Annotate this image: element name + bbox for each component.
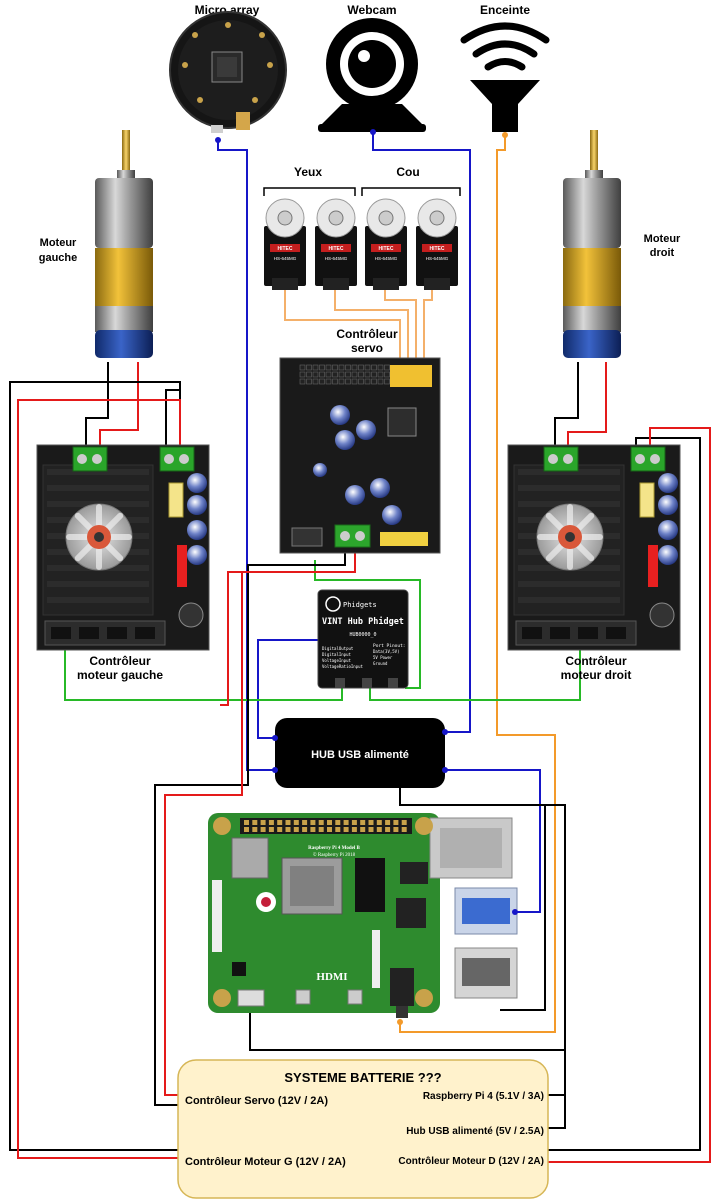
servos: HITECHS-645MGHITECHS-645MGHITECHS-645MGH… xyxy=(264,198,458,290)
servo-power-black xyxy=(154,550,346,1106)
rpi-power-black xyxy=(249,1010,566,1096)
phidget-usb-wire xyxy=(257,639,323,739)
servo-model: HS-645MG xyxy=(426,256,449,261)
battery-left-2: Contrôleur Moteur G (12V / 2A) xyxy=(185,1156,346,1168)
motor-controller-left xyxy=(36,444,210,651)
webcam-usb-wire xyxy=(372,132,471,733)
servo-brand: HITEC xyxy=(379,246,394,252)
servo-3: HITEC HS-645MG xyxy=(365,198,407,290)
servo-red-branch xyxy=(220,571,242,706)
servo-controller: Contrôleur servo xyxy=(279,327,441,554)
motor-right-labels: Moteur droit xyxy=(644,233,681,259)
ctrl-left-label-2: moteur gauche xyxy=(77,668,163,682)
servo-1: HITEC HS-645MG xyxy=(264,198,306,290)
vint-hub-phidget: Phidgets VINT Hub Phidget HUB0000_0 Port… xyxy=(317,589,409,689)
speaker-audio-wire xyxy=(399,135,556,1033)
ctrl-left-label-1: Contrôleur xyxy=(89,654,151,668)
servo-wire-4 xyxy=(423,290,433,380)
micro-array: Micro array xyxy=(169,3,287,133)
servo-2: HITEC HS-645MG xyxy=(315,198,357,290)
phidget-pin-2: Ground xyxy=(373,661,388,666)
battery-left-1: Contrôleur Servo (12V / 2A) xyxy=(185,1095,328,1107)
hub-power-black-2 xyxy=(500,805,546,1011)
phidget-func-1: DigitalInput xyxy=(322,652,351,657)
phidget-func-2: VoltageInput xyxy=(322,658,351,663)
servo-ctrl-label-2: servo xyxy=(351,341,383,355)
speaker-label: Enceinte xyxy=(480,3,530,17)
battery-mg-black xyxy=(9,381,181,1151)
servo-model: HS-645MG xyxy=(375,256,398,261)
phidget-brand: Phidgets xyxy=(343,601,377,609)
webcam: Webcam xyxy=(318,3,426,132)
yeux-label: Yeux xyxy=(294,165,322,179)
green-wire-right xyxy=(369,650,581,701)
usb-hub: HUB USB alimenté xyxy=(275,718,445,788)
green-wire-left xyxy=(64,650,343,701)
battery-title: SYSTEME BATTERIE ??? xyxy=(284,1070,441,1085)
motor-left-red xyxy=(99,362,139,447)
ctrl-right-power-black xyxy=(548,437,701,1151)
servo-wire-3 xyxy=(384,290,417,380)
ctrl-right-label-2: moteur droit xyxy=(561,668,632,682)
servo-brand: HITEC xyxy=(329,246,344,252)
ctrl-left-power-black xyxy=(165,389,181,447)
servo-group: Yeux Cou xyxy=(263,165,461,196)
raspberry-pi: Raspberry Pi 4 Model B © Raspberry Pi 20… xyxy=(208,813,518,1018)
motor-right-label-1: Moteur xyxy=(644,233,681,245)
green-wire-servo xyxy=(314,560,421,689)
phidget-func-3: VoltageRatioInput xyxy=(322,664,364,669)
hub-rpi-usb-wire xyxy=(445,769,541,913)
servo-model: HS-645MG xyxy=(274,256,297,261)
micro-usb-wire xyxy=(217,140,275,771)
rpi-hdmi-label: HDMI xyxy=(316,971,347,983)
phidget-pin-1: 5V Power xyxy=(373,655,393,660)
servo-power-red xyxy=(164,550,356,1096)
servo-4: HITEC HS-645MG xyxy=(416,198,458,290)
webcam-label: Webcam xyxy=(347,3,396,17)
motor-left-label-2: gauche xyxy=(39,252,78,264)
motor-ctrl-labels: Contrôleur moteur gauche Contrôleur mote… xyxy=(77,654,631,682)
motor-left-label-1: Moteur xyxy=(40,237,77,249)
phidget-model: HUB0000_0 xyxy=(349,632,376,638)
servo-model: HS-645MG xyxy=(325,256,348,261)
motor-left-labels: Moteur gauche xyxy=(39,237,78,264)
rpi-gpio xyxy=(244,820,407,832)
hub-power-black xyxy=(399,785,566,1129)
phidget-title: VINT Hub Phidget xyxy=(322,616,404,627)
ctrl-right-power-red xyxy=(548,427,711,1163)
rpi-model-line1: Raspberry Pi 4 Model B xyxy=(308,846,360,851)
wires xyxy=(9,132,711,1163)
speaker: Enceinte xyxy=(460,3,550,132)
cou-label: Cou xyxy=(396,165,419,179)
motor-controller-right xyxy=(507,444,681,651)
motor-left xyxy=(95,130,153,358)
battery-mg-red xyxy=(17,399,181,1159)
phidget-pinout-title: Port Pinout: xyxy=(373,643,406,649)
servo-ctrl-label-1: Contrôleur xyxy=(336,327,398,341)
servo-wire-2 xyxy=(334,290,409,380)
battery-right-1: Raspberry Pi 4 (5.1V / 3A) xyxy=(423,1091,544,1102)
phidget-pin-0: Data(3V,5V) xyxy=(373,649,400,654)
motor-right xyxy=(563,130,621,358)
servo-wire-1 xyxy=(284,290,401,380)
servo-brand: HITEC xyxy=(278,246,293,252)
servo-brand: HITEC xyxy=(430,246,445,252)
motor-right-black xyxy=(554,362,579,447)
usb-hub-label: HUB USB alimenté xyxy=(311,749,409,761)
battery-system: SYSTEME BATTERIE ??? Contrôleur Servo (1… xyxy=(177,1059,549,1199)
ctrl-right-label-1: Contrôleur xyxy=(565,654,627,668)
battery-right-3: Contrôleur Moteur D (12V / 2A) xyxy=(398,1156,544,1167)
connection-dots xyxy=(215,129,518,1025)
rpi-model-line2: © Raspberry Pi 2018 xyxy=(313,852,356,858)
battery-right-2: Hub USB alimenté (5V / 2.5A) xyxy=(406,1126,544,1137)
motor-right-label-2: droit xyxy=(650,247,675,259)
motor-right-red xyxy=(567,362,607,447)
motor-left-black xyxy=(85,362,109,447)
phidget-func-0: DigitalOutput xyxy=(322,646,354,651)
